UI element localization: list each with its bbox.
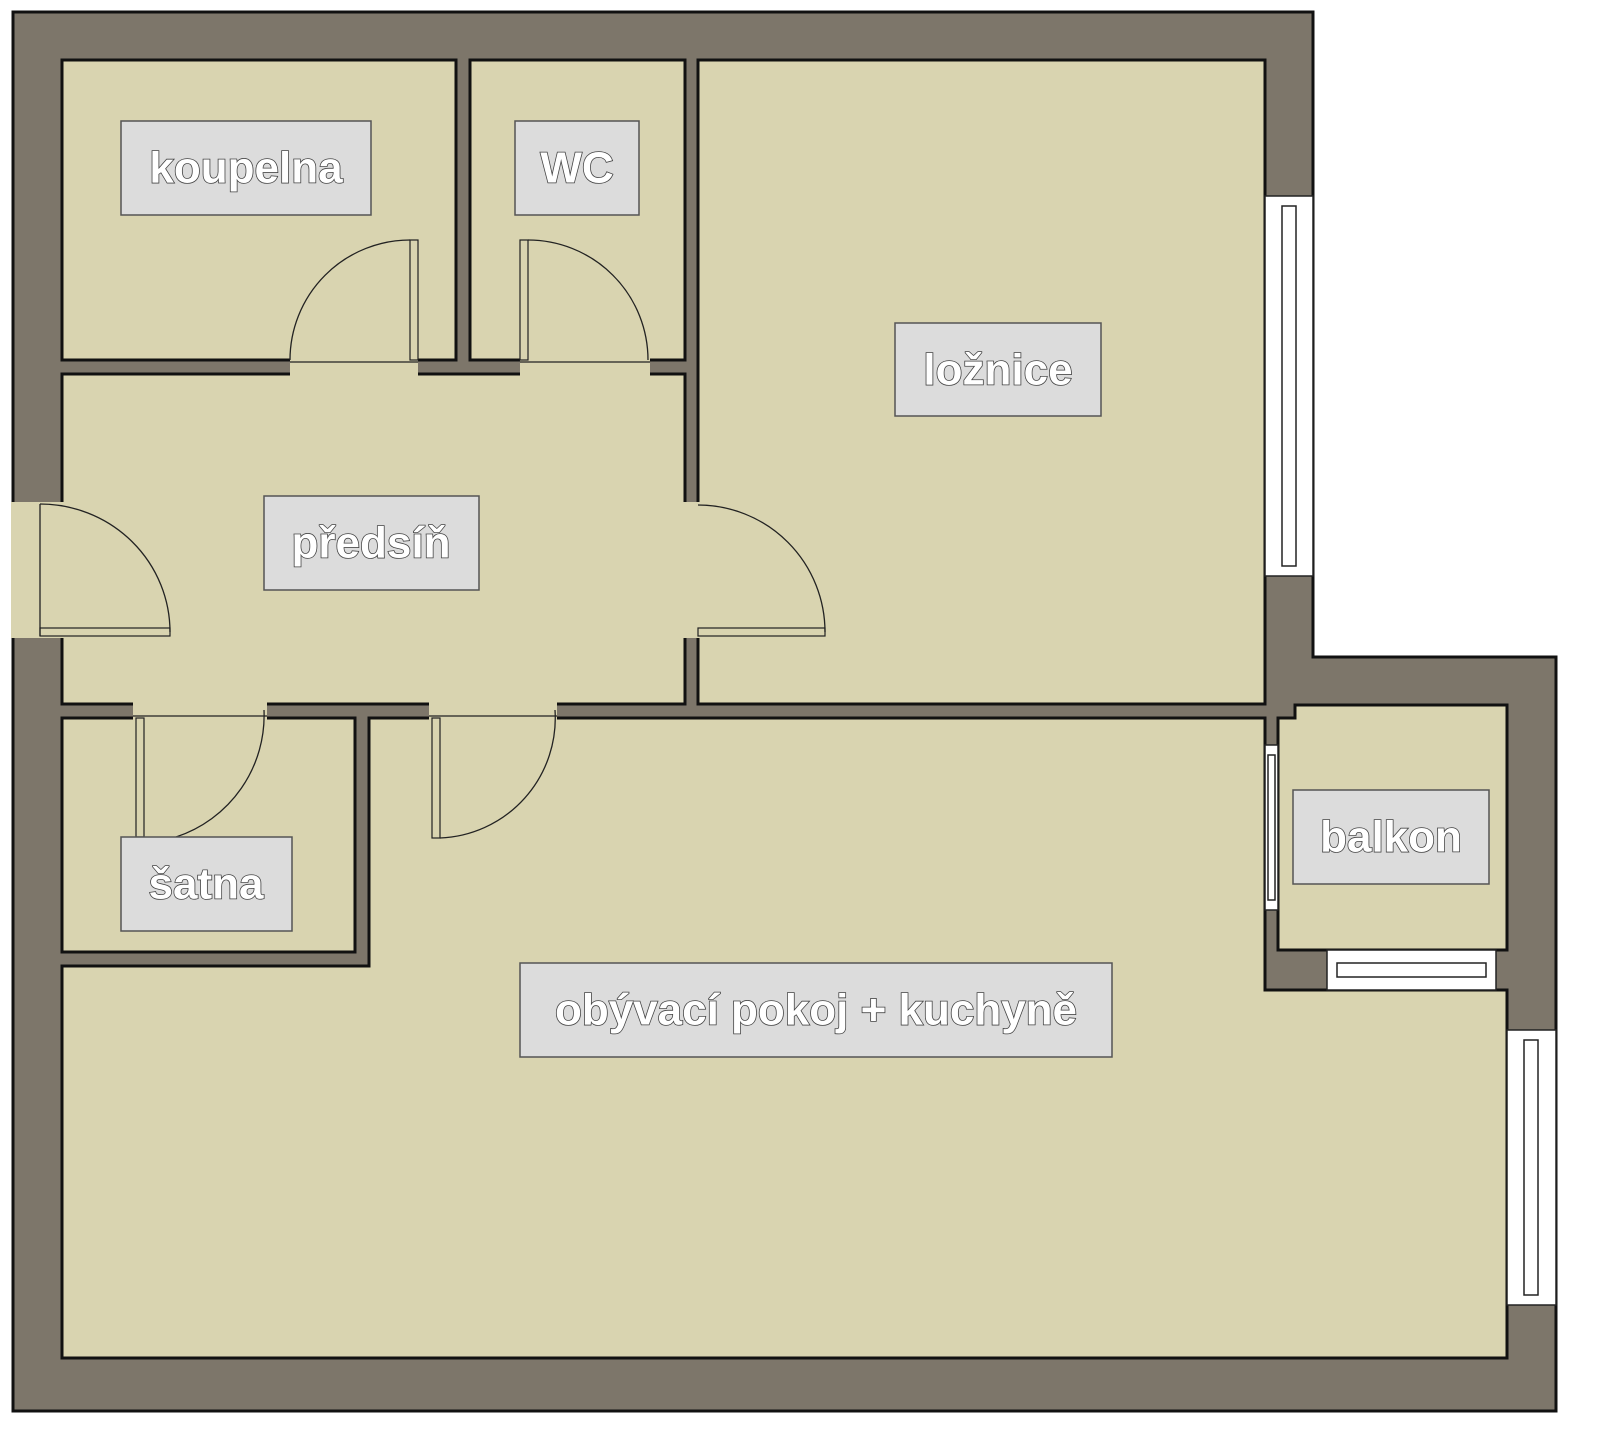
door-loznice[interactable] — [697, 504, 826, 637]
koupelna-door-opening — [290, 358, 418, 376]
label-text: WC — [540, 144, 613, 193]
loznice-door-opening — [683, 502, 700, 638]
label-text: obývací pokoj + kuchyně — [555, 986, 1077, 1035]
door-obyvak[interactable] — [429, 709, 557, 839]
window-loznice — [1264, 195, 1314, 577]
window-obyvak — [1506, 1029, 1557, 1306]
satna-door-opening — [133, 702, 267, 720]
door-entrance[interactable] — [39, 503, 171, 637]
label-satna: šatna — [120, 836, 293, 932]
door-koupelna[interactable] — [289, 239, 419, 363]
label-loznice: ložnice — [894, 322, 1102, 417]
label-text: koupelna — [149, 144, 343, 193]
label-text: předsíň — [292, 519, 451, 568]
label-predsin: předsíň — [263, 495, 480, 591]
label-text: ložnice — [923, 346, 1072, 395]
window-balkon-left — [1264, 744, 1279, 911]
door-wc[interactable] — [519, 239, 650, 363]
entrance-opening — [11, 502, 64, 638]
wc-door-opening — [520, 358, 650, 376]
obyvak-door-opening — [429, 702, 557, 720]
label-balkon: balkon — [1292, 789, 1490, 885]
label-wc: WC — [514, 120, 640, 216]
label-text: šatna — [149, 860, 264, 909]
window-balkon-bottom — [1326, 949, 1497, 991]
label-koupelna: koupelna — [120, 120, 372, 216]
label-obyvak: obývací pokoj + kuchyně — [519, 962, 1113, 1058]
label-text: balkon — [1320, 813, 1462, 862]
